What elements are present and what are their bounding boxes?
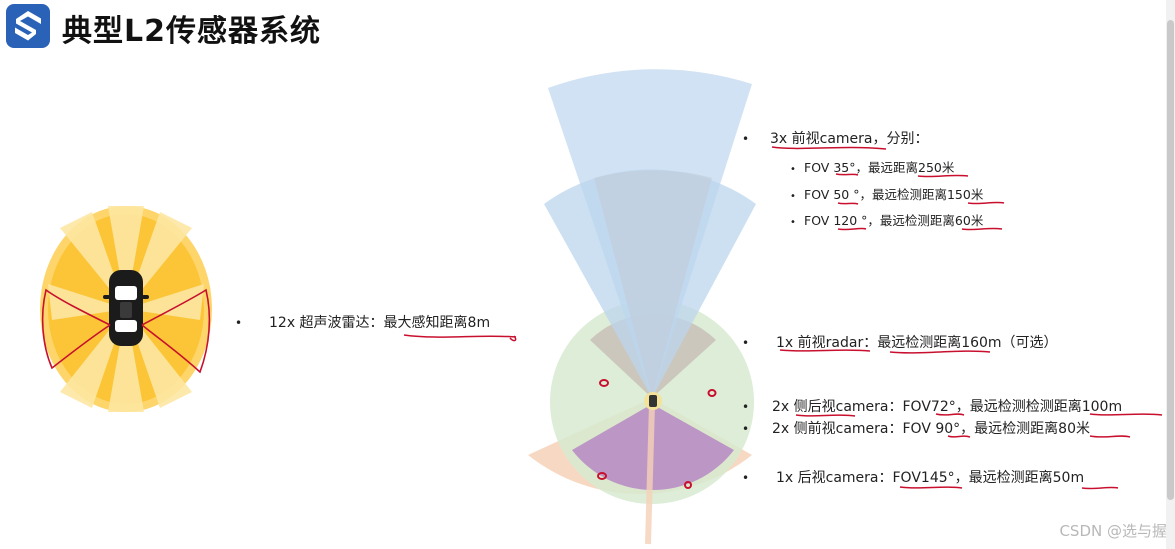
ultrasonic-text: 12x 超声波雷达：最大感知距离8m bbox=[269, 315, 491, 331]
logo-icon bbox=[6, 4, 50, 48]
page-title: 典型L2传感器系统 bbox=[62, 14, 321, 49]
side-front-camera-item: •2x 侧前视camera：FOV 90°，最远检测距离80米 bbox=[742, 421, 1090, 437]
front-camera-heading: •3x 前视camera，分别： bbox=[742, 131, 929, 147]
sensor-coverage-diagram bbox=[528, 69, 756, 545]
bullet-icon: • bbox=[235, 316, 243, 330]
watermark: CSDN @选与握 bbox=[1059, 522, 1167, 540]
ultrasonic-item: • 12x 超声波雷达：最大感知距离8m bbox=[235, 312, 490, 332]
side-rear-camera-item: •2x 侧后视camera：FOV72°，最远检测检测距离100m bbox=[742, 399, 1123, 415]
scrollbar[interactable] bbox=[1166, 0, 1175, 549]
front-camera-item-1: •FOV 35°，最远距离250米 bbox=[790, 160, 955, 175]
scrollbar-thumb[interactable] bbox=[1167, 20, 1174, 500]
rear-camera-item: •1x 后视camera：FOV145°，最远检测距离50m bbox=[742, 470, 1085, 486]
car-icon bbox=[103, 270, 149, 346]
front-radar-item: •1x 前视radar：最远检测距离160m（可选） bbox=[742, 335, 1058, 351]
front-camera-item-2: •FOV 50 °，最远检测距离150米 bbox=[790, 187, 984, 202]
front-camera-item-3: •FOV 120 °，最远检测距离60米 bbox=[790, 213, 984, 228]
ultrasonic-diagram bbox=[40, 206, 212, 412]
